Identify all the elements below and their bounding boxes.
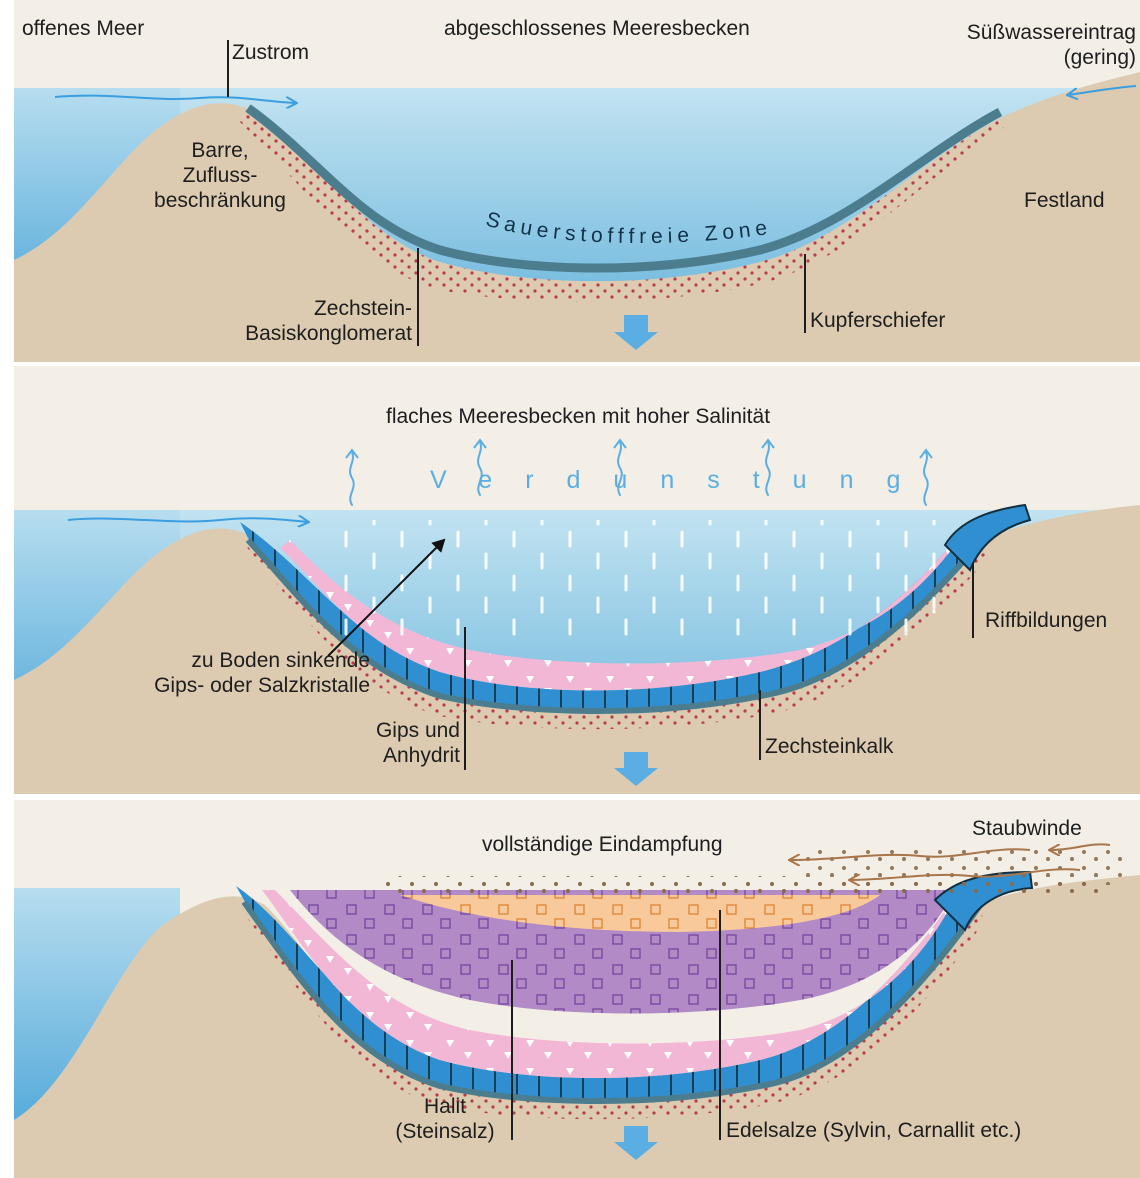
- dust-winds-label: Staubwinde: [972, 816, 1082, 841]
- freshwater-input-label: Süßwassereintrag (gering): [967, 20, 1136, 70]
- sinking-line1: zu Boden sinkende: [100, 648, 370, 673]
- dust-cloud: [800, 845, 1130, 885]
- complete-evaporation-title: vollständige Eindampfung: [482, 832, 723, 857]
- panel-shallow-basin: [14, 366, 1140, 794]
- halite-label: Halit (Steinsalz): [385, 1094, 505, 1144]
- open-sea-label: offenes Meer: [22, 16, 144, 41]
- copper-shale-label: Kupferschiefer: [810, 308, 945, 333]
- freshwater-line1: Süßwassereintrag: [967, 20, 1136, 45]
- sinking-line2: Gips- oder Salzkristalle: [100, 673, 370, 698]
- conglomerate-line2: Basiskonglomerat: [200, 321, 412, 346]
- sinking-crystals-label: zu Boden sinkende Gips- oder Salzkristal…: [100, 648, 370, 698]
- gypsum-line2: Anhydrit: [330, 743, 460, 768]
- sinking-crystals: [320, 520, 940, 640]
- halite-line2: (Steinsalz): [385, 1119, 505, 1144]
- gypsum-anhydrite-label: Gips und Anhydrit: [330, 718, 460, 768]
- conglomerate-line1: Zechstein-: [200, 296, 412, 321]
- barrier-line3: beschränkung: [136, 188, 304, 213]
- halite-line1: Halit: [385, 1094, 505, 1119]
- mainland-label: Festland: [1024, 188, 1105, 213]
- gypsum-line1: Gips und: [330, 718, 460, 743]
- inflow-label: Zustrom: [232, 40, 309, 65]
- closed-basin-title: abgeschlossenes Meeresbecken: [444, 16, 750, 41]
- shallow-basin-title: flaches Meeresbecken mit hoher Salinität: [386, 404, 770, 429]
- limestone-label: Zechsteinkalk: [765, 734, 893, 759]
- conglomerate-label: Zechstein- Basiskonglomerat: [200, 296, 412, 346]
- evaporation-label: Verdunstung: [430, 465, 933, 495]
- potash-salts-label: Edelsalze (Sylvin, Carnallit etc.): [726, 1118, 1021, 1143]
- freshwater-line2: (gering): [967, 45, 1136, 70]
- barrier-line1: Barre,: [136, 138, 304, 163]
- barrier-label: Barre, Zufluss- beschränkung: [136, 138, 304, 214]
- barrier-line2: Zufluss-: [136, 163, 304, 188]
- reefs-label: Riffbildungen: [985, 608, 1107, 633]
